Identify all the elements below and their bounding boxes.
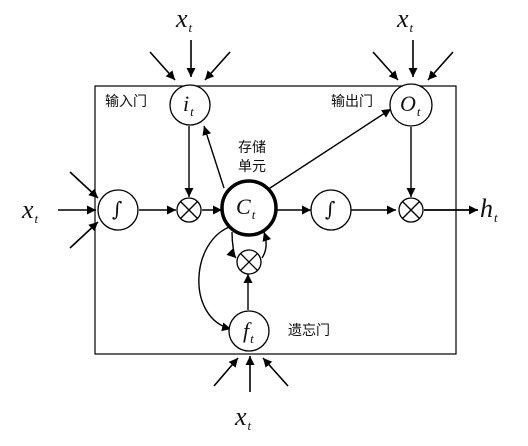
- input-gate-label: 输入门: [105, 94, 147, 110]
- input-gate-input-arrows: [149, 40, 231, 81]
- output-integrator-node: [310, 189, 352, 231]
- cell-boundary: [94, 85, 457, 355]
- forget-gate-label: 遗忘门: [288, 323, 330, 339]
- output-gate-label: 输出门: [331, 94, 373, 110]
- input-integrator-symbol: ∫: [112, 197, 123, 221]
- cell-to-recurrent-mult-arrow: [226, 231, 237, 259]
- input-xt-label: xt: [22, 195, 39, 226]
- cell-to-input-gate-arrow: [202, 125, 225, 189]
- input-gate-symbol: it: [183, 91, 194, 119]
- memory-cell-label-line2: 单元: [238, 159, 266, 175]
- output-multiply-node: [398, 197, 424, 223]
- output-integrator-symbol: ∫: [325, 197, 336, 221]
- forget-gate-xt-label: xt: [235, 402, 252, 433]
- cell-to-output-gate-arrow: [266, 108, 392, 191]
- input-gate-xt-label: xt: [176, 4, 193, 35]
- output-gate-symbol: Ot: [400, 91, 421, 119]
- input-multiply-node: [176, 197, 202, 223]
- memory-cell-symbol: Ct: [236, 194, 256, 222]
- memory-cell-node: [220, 179, 278, 237]
- input-integrator-input-arrows: [58, 171, 99, 249]
- cell-to-forget-gate-arrow: [198, 225, 233, 332]
- output-gate-xt-label: xt: [397, 4, 414, 35]
- input-integrator-node: [97, 189, 139, 231]
- forget-gate-symbol: ft: [243, 318, 254, 346]
- output-gate-node: [389, 83, 433, 127]
- output-ht-label: ht: [480, 194, 498, 225]
- forget-gate-node: [228, 310, 270, 352]
- recurrent-mult-to-cell-arrow: [261, 231, 272, 259]
- memory-cell-label-line1: 存储: [238, 140, 266, 156]
- forget-gate-input-arrows: [213, 356, 289, 392]
- recurrent-multiply-node: [236, 249, 262, 275]
- output-gate-input-arrows: [372, 40, 454, 81]
- input-gate-node: [169, 84, 211, 126]
